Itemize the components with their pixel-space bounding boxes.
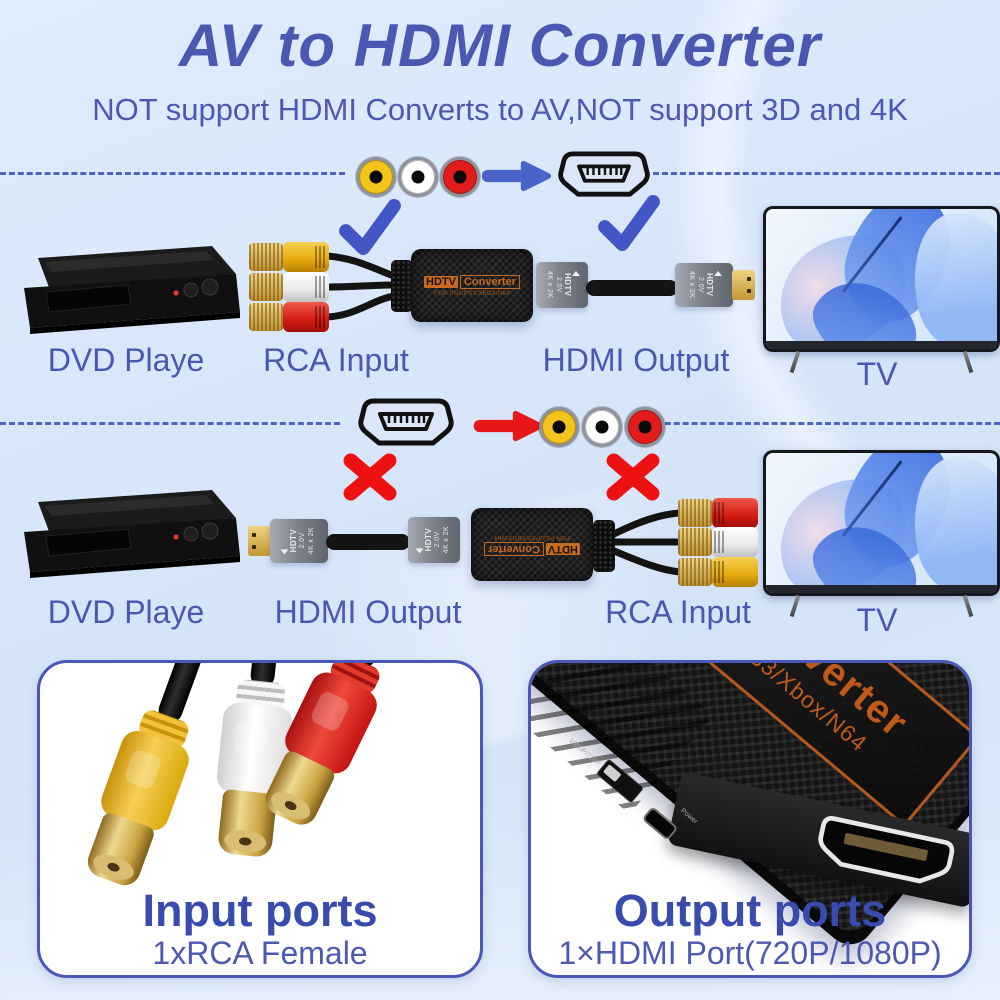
plug-markings: HDTV 2.0V 4K x 2K — [544, 271, 580, 298]
rca-jack-white — [249, 272, 329, 302]
cross-icon — [606, 453, 660, 501]
hdmi-connector-icon — [358, 398, 454, 446]
tv-frame — [763, 450, 1000, 596]
rca-yellow-icon — [356, 157, 396, 197]
cable-strain-relief — [391, 260, 413, 312]
hdmi-plug-housing: HDTV 2.0V 4K x 2K — [270, 519, 328, 563]
input-ports-card: Input ports 1xRCA Female — [37, 660, 483, 978]
hdmi-gold-tip — [732, 270, 755, 300]
label-dvd-player: DVD Playe — [47, 594, 205, 630]
rca-jack-red — [678, 498, 758, 528]
rca-jack-yellow — [678, 557, 758, 587]
converter-model: Converter — [484, 541, 544, 556]
converter-subtext: FOR PS2/PS3/XBOX/N64 — [494, 533, 570, 540]
label-rca-input: RCA Input — [605, 594, 751, 630]
tv-bottom-bezel — [766, 585, 997, 593]
rca-jack-red — [249, 302, 329, 332]
rca-white-icon — [398, 157, 438, 197]
converter-subtext: FOR PS2/PS3/XBOX/N64 — [434, 290, 510, 297]
input-ports-description: 1xRCA Female — [152, 935, 368, 971]
gold-connector-tip — [678, 499, 712, 527]
converter-label: HDTV Converter FOR PS2/PS3/XBOX/N64 — [424, 274, 520, 297]
plug-markings: HDTV 2.0V 4K x 2K — [281, 527, 317, 554]
label-hdmi-output: HDMI Output — [274, 594, 462, 630]
page-subtitle: NOT support HDMI Converts to AV,NOT supp… — [92, 92, 908, 127]
label-tv: TV — [856, 602, 898, 638]
page-title: AV to HDMI Converter — [178, 12, 822, 79]
dashed-line — [653, 172, 1000, 175]
hdmi-connector-icon — [558, 151, 650, 197]
hdmi-plug-housing: HDTV 2.0V 4K x 2K — [675, 263, 733, 307]
gold-connector-tip — [249, 303, 283, 331]
tv-wallpaper-art — [766, 453, 997, 593]
gold-connector-tip — [678, 528, 712, 556]
gold-connector-tip — [249, 273, 283, 301]
plug-markings: HDTV 2.0V 4K x 2K — [686, 271, 722, 298]
tv-photo — [763, 206, 1000, 374]
tv-photo — [763, 450, 1000, 618]
hdmi-gold-tip — [248, 526, 271, 556]
gold-connector-tip — [249, 243, 283, 271]
hdmi-cable — [586, 280, 678, 296]
dashed-line — [0, 172, 345, 175]
label-dvd-player: DVD Playe — [47, 342, 205, 378]
dvd-player-photo — [24, 490, 240, 578]
converter-brand: HDTV — [424, 275, 458, 288]
rca-jack-white — [678, 527, 758, 557]
plug-markings: HDTV 2.0V 4K x 2K — [416, 526, 452, 553]
arrow-right-red-icon — [473, 410, 544, 442]
label-hdmi-output: HDMI Output — [542, 342, 730, 378]
rca-red-icon — [625, 407, 665, 447]
cable-strain-relief — [593, 520, 615, 572]
checkmark-icon — [598, 194, 660, 252]
converter-model: Converter — [459, 274, 520, 289]
dashed-line — [656, 422, 1000, 425]
gold-connector-tip — [678, 558, 712, 586]
rca-white-icon — [582, 407, 622, 447]
input-ports-title: Input ports — [142, 885, 378, 936]
cross-icon — [343, 453, 397, 501]
hdmi-plug-housing: HDTV 2.0V 4K x 2K — [408, 517, 460, 563]
output-ports-description: 1×HDMI Port(720P/1080P) — [558, 935, 942, 971]
tv-wallpaper-art — [766, 209, 997, 349]
converter-photo: HDTV Converter FOR PS2/PS3/XBOX/N64 — [471, 508, 593, 581]
converter-label: HDTV Converter FOR PS2/PS3/XBOX/N64 — [484, 534, 580, 556]
tv-bottom-bezel — [766, 341, 997, 349]
tv-frame — [763, 206, 1000, 352]
hdmi-plug-housing: HDTV 2.0V 4K x 2K — [536, 262, 588, 308]
hdmi-cable — [326, 534, 410, 550]
checkmark-icon — [339, 198, 401, 256]
rca-jack-yellow — [249, 242, 329, 272]
converter-photo: HDTV Converter FOR PS2/PS3/XBOX/N64 — [411, 249, 533, 322]
dashed-line — [0, 422, 340, 425]
rca-yellow-icon — [539, 407, 579, 447]
dvd-player-photo — [24, 246, 240, 334]
arrow-right-blue-icon — [482, 160, 552, 192]
output-ports-title: Output ports — [613, 885, 887, 936]
label-rca-input: RCA Input — [263, 342, 409, 378]
converter-brand: HDTV — [546, 542, 580, 555]
output-ports-card: Converter /PS3/Xbox/N64 1080P/720P Power… — [528, 660, 972, 978]
label-tv: TV — [856, 356, 898, 392]
hdmi-female-port — [818, 815, 955, 884]
device-end-face — [666, 771, 969, 909]
rca-red-icon — [440, 157, 480, 197]
